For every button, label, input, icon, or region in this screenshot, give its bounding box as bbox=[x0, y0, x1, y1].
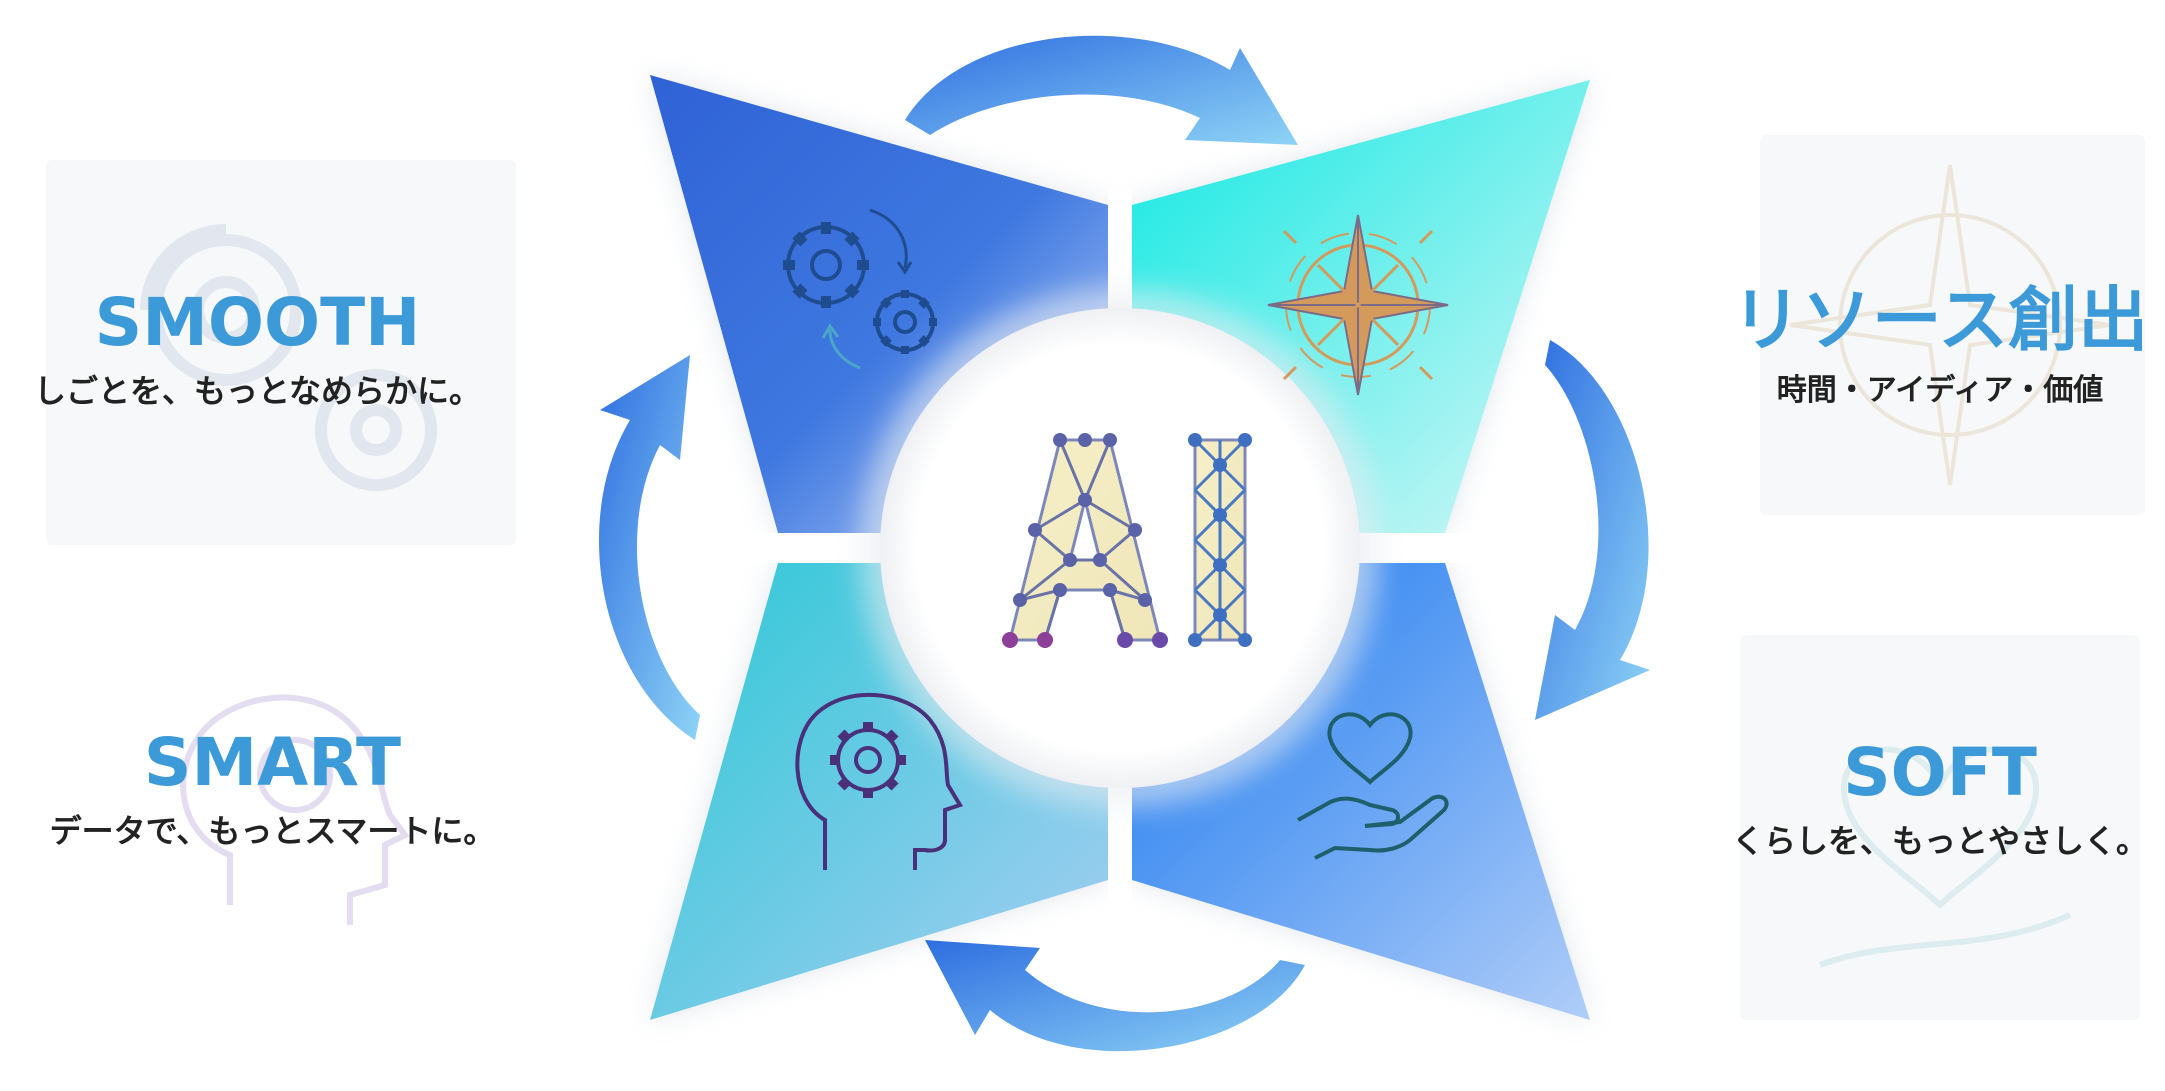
cycle-arrow-icon bbox=[599, 35, 1650, 1052]
soft-title: SOFT bbox=[1843, 734, 2037, 811]
smooth-background-card bbox=[46, 160, 516, 545]
resource-background-card bbox=[1760, 135, 2145, 515]
faded-compass-icon bbox=[1789, 164, 2111, 486]
smart-title: SMART bbox=[143, 724, 402, 801]
soft-label-block: SOFT くらしを、もっとやさしく。 bbox=[1720, 740, 2160, 862]
resource-title: リソース創出 bbox=[1731, 279, 2149, 361]
soft-background-card bbox=[1740, 635, 2140, 1020]
smart-subtitle: データで、もっとスマートに。 bbox=[49, 812, 496, 850]
head-gear-icon bbox=[795, 693, 963, 870]
ai-network-logo: AI bbox=[1002, 433, 1252, 648]
faded-heart-icon bbox=[1818, 746, 2072, 968]
smooth-title: SMOOTH bbox=[94, 284, 421, 361]
compass-icon bbox=[1267, 214, 1449, 396]
resource-subtitle: 時間・アイディア・価値 bbox=[1776, 373, 2104, 408]
faded-head-icon bbox=[180, 694, 410, 925]
smart-label-block: SMART データで、もっとスマートに。 bbox=[30, 730, 515, 852]
faded-gears-icon bbox=[140, 224, 437, 491]
smart-background-card bbox=[60, 605, 500, 1005]
smooth-label-block: SMOOTH しごとを、もっとなめらかに。 bbox=[10, 290, 505, 412]
gears-icon bbox=[783, 208, 937, 370]
resource-label-block: リソース創出 時間・アイディア・価値 bbox=[1720, 285, 2160, 409]
soft-subtitle: くらしを、もっとやさしく。 bbox=[1731, 822, 2148, 860]
heart-hand-icon bbox=[1297, 712, 1449, 860]
smooth-subtitle: しごとを、もっとなめらかに。 bbox=[33, 372, 482, 410]
